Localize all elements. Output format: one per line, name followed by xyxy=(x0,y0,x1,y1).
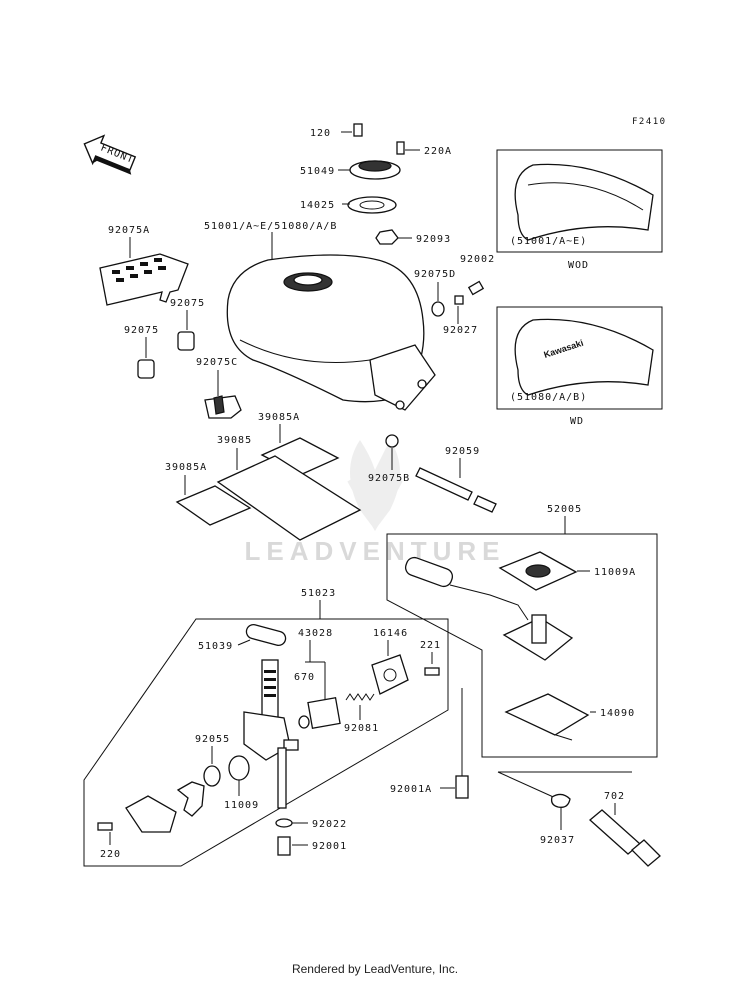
variant-box-wd xyxy=(496,306,663,410)
part-43028-plate xyxy=(307,697,341,729)
part-92075-damper-upper xyxy=(177,331,195,351)
label-43028: 43028 xyxy=(298,628,333,639)
label-92037: 92037 xyxy=(540,835,575,846)
watermark-text: LEADVENTURE xyxy=(244,536,505,566)
tank-variant-wd xyxy=(514,318,654,396)
variant-caption-wd: WD xyxy=(570,416,584,427)
part-92075d-grommet xyxy=(431,301,445,317)
variant-label-wod: (51001/A~E) xyxy=(510,236,587,247)
part-92001-bolt xyxy=(277,836,291,856)
part-120-bolt xyxy=(353,123,363,137)
label-92027: 92027 xyxy=(443,325,478,336)
label-11009: 11009 xyxy=(224,800,259,811)
label-92059: 92059 xyxy=(445,446,480,457)
part-92022-washer xyxy=(275,818,293,828)
part-670-oring xyxy=(298,715,310,729)
part-39085a-pad-bottom xyxy=(175,485,252,526)
part-92037-clamp xyxy=(550,793,571,808)
label-92022: 92022 xyxy=(312,819,347,830)
part-fuel-cock xyxy=(243,659,299,809)
label-11009a: 11009A xyxy=(594,567,636,578)
part-39085-pad xyxy=(216,455,362,541)
front-arrow-icon xyxy=(83,134,137,175)
label-220: 220 xyxy=(100,849,121,860)
footer-credit: Rendered by LeadVenture, Inc. xyxy=(291,962,459,976)
label-92093: 92093 xyxy=(416,234,451,245)
label-702: 702 xyxy=(604,791,625,802)
label-39085: 39085 xyxy=(217,435,252,446)
tank-variant-wod xyxy=(514,163,654,241)
part-702-hose xyxy=(589,809,641,855)
label-14025: 14025 xyxy=(300,200,335,211)
part-92059-hose xyxy=(415,467,473,501)
label-39085a-top: 39085A xyxy=(258,412,300,423)
part-92002-bolt xyxy=(467,280,485,296)
label-92055: 92055 xyxy=(195,734,230,745)
variant-label-wd: (51080/A/B) xyxy=(510,392,587,403)
part-221-screw xyxy=(424,667,440,676)
label-221: 221 xyxy=(420,640,441,651)
label-51023: 51023 xyxy=(301,588,336,599)
label-16146: 16146 xyxy=(373,628,408,639)
part-16146-cover xyxy=(371,654,409,695)
label-92075-lower: 92075 xyxy=(124,325,159,336)
part-51039-oring xyxy=(245,623,287,647)
label-120: 120 xyxy=(310,128,331,139)
part-plate-gasket xyxy=(125,795,177,833)
figure-code: F2410 xyxy=(632,117,667,127)
part-92027-collar xyxy=(454,295,464,305)
part-220a-screw xyxy=(396,141,405,155)
part-11009-gasket xyxy=(228,755,250,781)
part-92093-nut xyxy=(375,229,399,245)
watermark-logo xyxy=(347,440,403,532)
label-39085a-bottom: 39085A xyxy=(165,462,207,473)
part-92001a-bolt xyxy=(455,775,469,799)
label-92002: 92002 xyxy=(460,254,495,265)
label-92075b: 92075B xyxy=(368,473,410,484)
part-220-screw xyxy=(97,822,113,831)
label-92075d: 92075D xyxy=(414,269,456,280)
part-fuel-gauge-float xyxy=(404,556,454,588)
label-92075-upper: 92075 xyxy=(170,298,205,309)
label-52005: 52005 xyxy=(547,504,582,515)
label-92075c: 92075C xyxy=(196,357,238,368)
part-92075b-grommet xyxy=(385,434,399,448)
part-92081-spring xyxy=(345,693,375,701)
label-92075a: 92075A xyxy=(108,225,150,236)
frame-51023 xyxy=(83,618,449,867)
label-92081: 92081 xyxy=(344,723,379,734)
label-220a: 220A xyxy=(424,146,452,157)
variant-caption-wod: WOD xyxy=(568,260,589,271)
label-14090: 14090 xyxy=(600,708,635,719)
label-51039: 51039 xyxy=(198,641,233,652)
part-92075-damper-lower xyxy=(137,359,155,379)
part-14025-gasket xyxy=(347,196,397,214)
label-51049: 51049 xyxy=(300,166,335,177)
part-92055-oring xyxy=(203,765,221,787)
part-lever xyxy=(176,781,205,817)
part-14090-filter xyxy=(504,693,590,736)
label-92001a: 92001A xyxy=(390,784,432,795)
label-51001: 51001/A~E/51080/A/B xyxy=(204,221,337,232)
label-92001: 92001 xyxy=(312,841,347,852)
variant-box-wod xyxy=(496,149,663,253)
label-670: 670 xyxy=(294,672,315,683)
frame-52005 xyxy=(386,533,658,758)
